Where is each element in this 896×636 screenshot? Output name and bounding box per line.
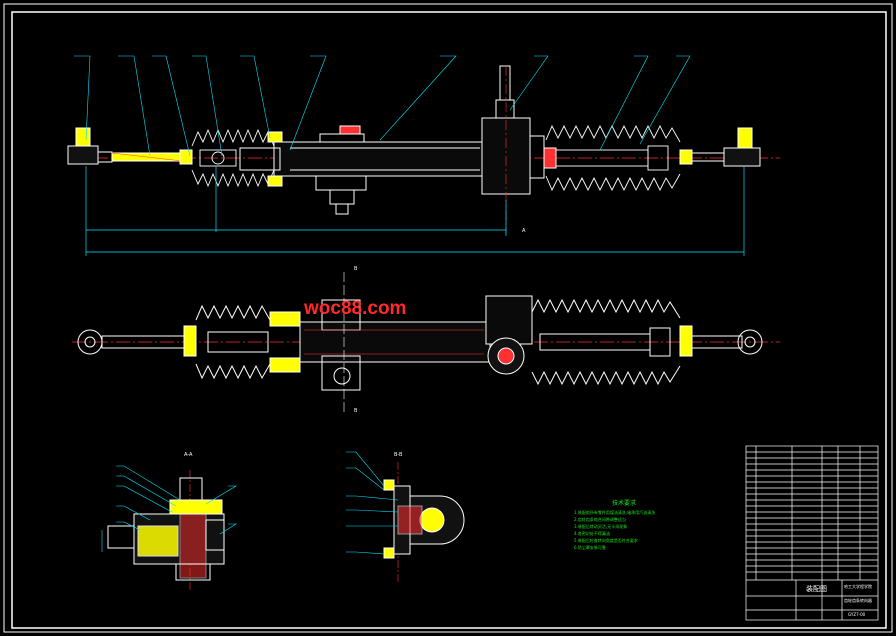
watermark-part1: woc88 <box>304 298 363 319</box>
left-bellows <box>191 128 275 188</box>
right-tie-rod-end <box>679 127 761 167</box>
plan-view <box>72 272 780 412</box>
part-name: 齿轮齿条转向器 <box>844 598 872 603</box>
tech-note-line: 1.装配前所有零件用煤油清洗,轴承用汽油清洗 <box>574 510 656 515</box>
tech-notes-title: 技术要求 <box>611 500 636 507</box>
outer-frame <box>3 3 893 633</box>
watermark-part2: .com <box>362 298 407 319</box>
leader-lines <box>74 55 691 157</box>
section-a-a <box>107 470 225 590</box>
drawing-number: GYZ7-00 <box>848 612 866 617</box>
drawing-name: 装配图 <box>806 585 827 593</box>
tech-note-line: 4.各密封处不得漏油 <box>574 531 610 536</box>
tech-note-line: 3.装配后转动灵活,无卡滞现象 <box>574 524 628 529</box>
front-view <box>67 55 780 256</box>
tech-note-line: 5.装配后检查转向角度是否符合要求 <box>574 538 638 543</box>
section-a-a-leaders <box>101 465 238 552</box>
section-b-b <box>383 462 465 582</box>
section-label-b-top: B <box>354 266 358 272</box>
right-bellows <box>545 124 681 192</box>
section-b-b-leaders <box>346 451 399 555</box>
section-label-aa: A-A <box>184 452 193 458</box>
section-label-bb: B-B <box>394 452 403 458</box>
rack-housing <box>239 125 485 215</box>
section-label-a: A <box>522 228 526 234</box>
section-label-b-bottom: B <box>354 408 358 414</box>
school-name: 哈工大学程学院 <box>844 584 872 589</box>
title-block <box>745 445 879 621</box>
inner-frame <box>11 11 887 629</box>
pinion-housing <box>481 65 557 234</box>
watermark: woc88.com <box>304 298 406 320</box>
technical-requirements: 技术要求 1.装配前所有零件用煤油清洗,轴承用汽油清洗 2.齿轮齿条啮合间隙调整… <box>574 500 674 551</box>
tech-note-line: 6.防尘罩安装可靠 <box>574 545 606 550</box>
front-dimensions <box>85 166 745 256</box>
tech-note-line: 2.齿轮齿条啮合间隙调整适当 <box>574 517 626 522</box>
left-tie-rod-end <box>67 127 193 165</box>
